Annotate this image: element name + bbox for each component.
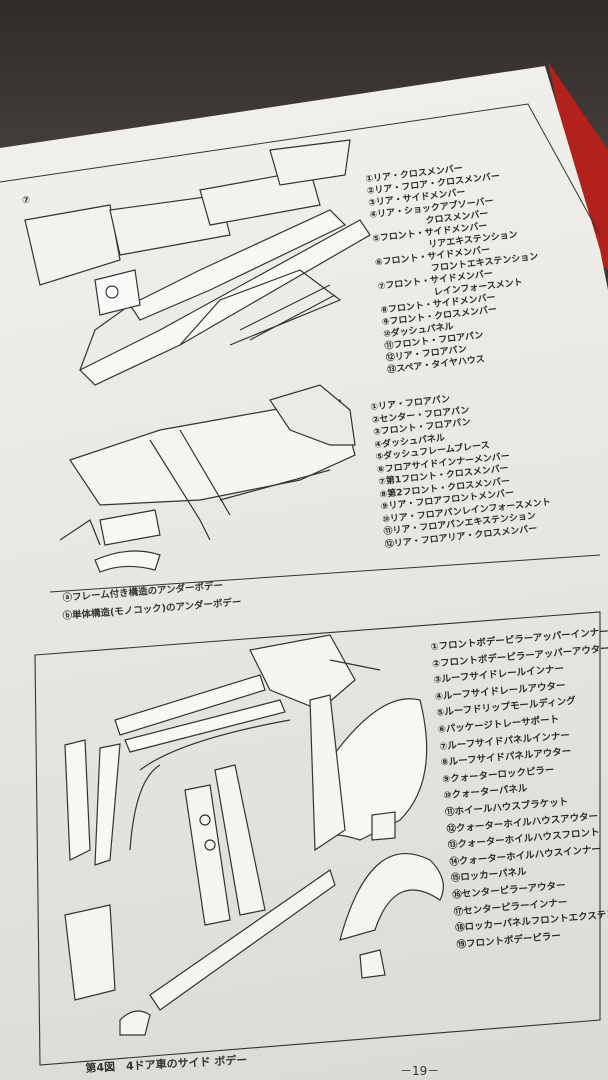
top-figure-frame — [0, 103, 601, 236]
frame-underbody-drawing — [24, 139, 371, 386]
page-number: －19－ — [400, 1064, 440, 1078]
side-body-drawing — [64, 634, 444, 1036]
monocoque-underbody-drawing — [59, 384, 356, 573]
side-body-figure-frame — [34, 611, 601, 1066]
figure-a-marker: ⑦ — [22, 195, 31, 206]
part-label: ロッカーパネル — [459, 866, 528, 884]
caption-rule — [49, 554, 601, 593]
